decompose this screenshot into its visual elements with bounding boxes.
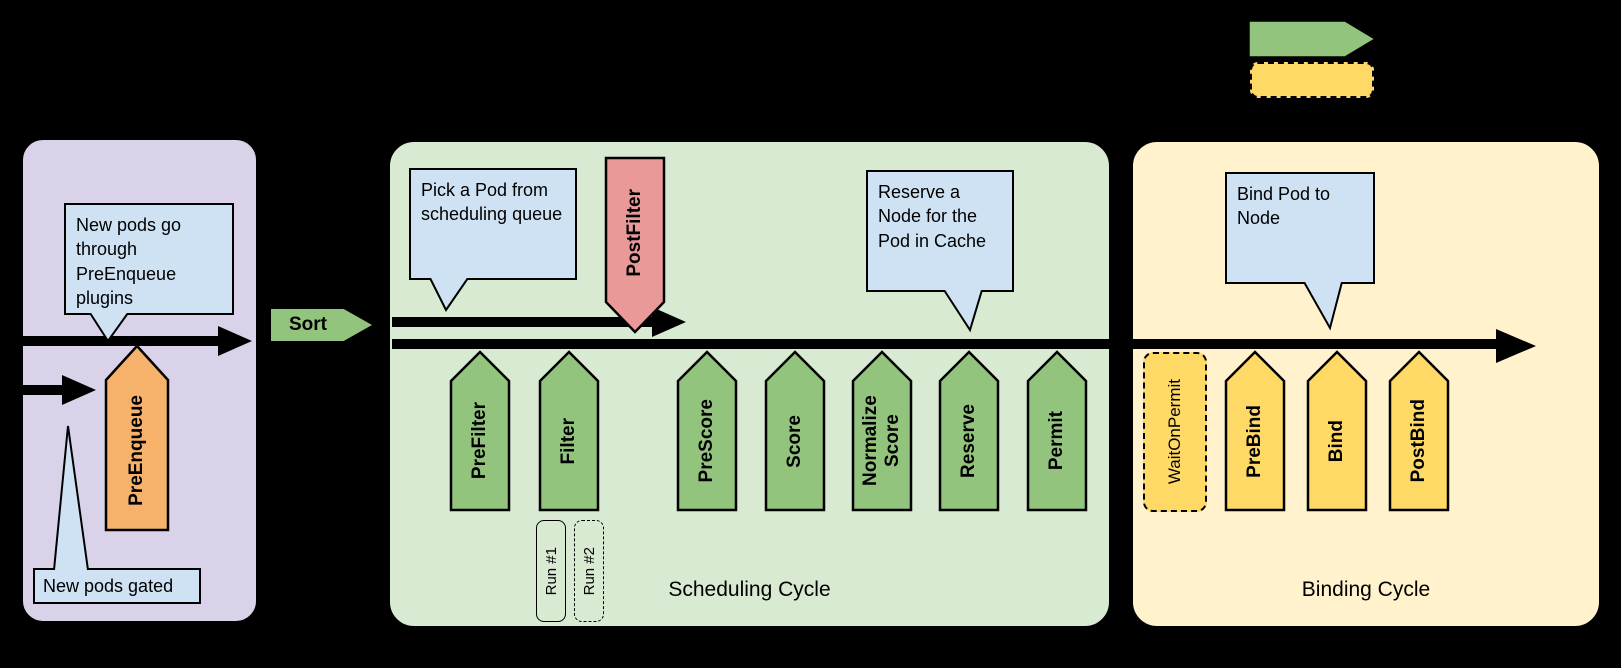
postfilter-label: PostFilter	[624, 189, 645, 277]
preenqueue-label: PreEnqueue	[126, 394, 147, 506]
callout-preenqueue-tail	[89, 313, 129, 343]
sort-arrow: Sort	[268, 306, 377, 344]
callout-pick-pod-tail	[429, 278, 469, 312]
gated-flow-arrowhead	[62, 375, 96, 405]
bind-plugin-arrow: Bind	[1306, 350, 1368, 512]
callout-pick-pod: Pick a Pod from scheduling queue	[409, 168, 577, 280]
permit-label: Permit	[1046, 411, 1067, 471]
permit-plugin-arrow: Permit	[1026, 350, 1088, 512]
postfilter-plugin-arrow: PostFilter	[604, 156, 666, 334]
prefilter-label: PreFilter	[469, 402, 490, 480]
prescore-plugin-arrow: PreScore	[676, 350, 738, 512]
prebind-plugin-arrow: PreBind	[1224, 350, 1286, 512]
prescore-label: PreScore	[696, 399, 717, 483]
callout-reserve-tail	[943, 290, 983, 333]
waitonpermit-plugin-box: WaitOnPermit	[1143, 352, 1207, 512]
filter-run1-box: Run #1	[536, 520, 566, 622]
postbind-label: PostBind	[1408, 399, 1429, 483]
callout-gated-tail	[53, 425, 89, 571]
filter-run2-box: Run #2	[574, 520, 604, 622]
normalize-score-plugin-arrow: Normalize Score	[851, 350, 913, 512]
prebind-label: PreBind	[1244, 404, 1265, 478]
filter-label: Filter	[558, 417, 579, 465]
normalize-score-label: Normalize Score	[860, 395, 903, 487]
preenqueue-plugin-arrow: PreEnqueue	[104, 344, 170, 532]
callout-preenqueue: New pods go through PreEnqueue plugins	[64, 203, 234, 315]
reserve-label: Reserve	[958, 404, 979, 478]
prefilter-plugin-arrow: PreFilter	[449, 350, 511, 512]
pick-pod-flow-line	[392, 317, 652, 327]
postfilter-arrow-shape	[604, 156, 666, 334]
pick-pod-flow-arrowhead	[652, 307, 686, 337]
preenqueue-arrow-shape	[104, 344, 170, 532]
waitonpermit-label: WaitOnPermit	[1165, 379, 1184, 485]
callout-bind: Bind Pod to Node	[1225, 172, 1375, 284]
bind-label: Bind	[1326, 419, 1347, 463]
scheduling-cycle-title: Scheduling Cycle	[668, 578, 831, 601]
sort-arrow-shape	[269, 307, 377, 343]
callout-reserve: Reserve a Node for the Pod in Cache	[866, 170, 1014, 292]
main-flow-arrowhead	[1496, 329, 1536, 363]
gated-flow-line	[0, 385, 62, 395]
binding-cycle-title: Binding Cycle	[1301, 578, 1431, 601]
score-plugin-arrow: Score	[764, 350, 826, 512]
legend-yellow-dashed-icon	[1250, 62, 1374, 98]
callout-gated: New pods gated	[33, 568, 201, 604]
filter-plugin-arrow: Filter	[538, 350, 600, 512]
main-flow-line	[392, 339, 1496, 349]
reserve-plugin-arrow: Reserve	[938, 350, 1000, 512]
legend-green-arrow-icon	[1248, 20, 1376, 58]
callout-bind-tail	[1303, 282, 1343, 331]
score-label: Score	[784, 414, 805, 468]
sort-label: Sort	[289, 314, 327, 335]
main-flow-arrowhead-queue	[218, 326, 252, 356]
postbind-plugin-arrow: PostBind	[1388, 350, 1450, 512]
